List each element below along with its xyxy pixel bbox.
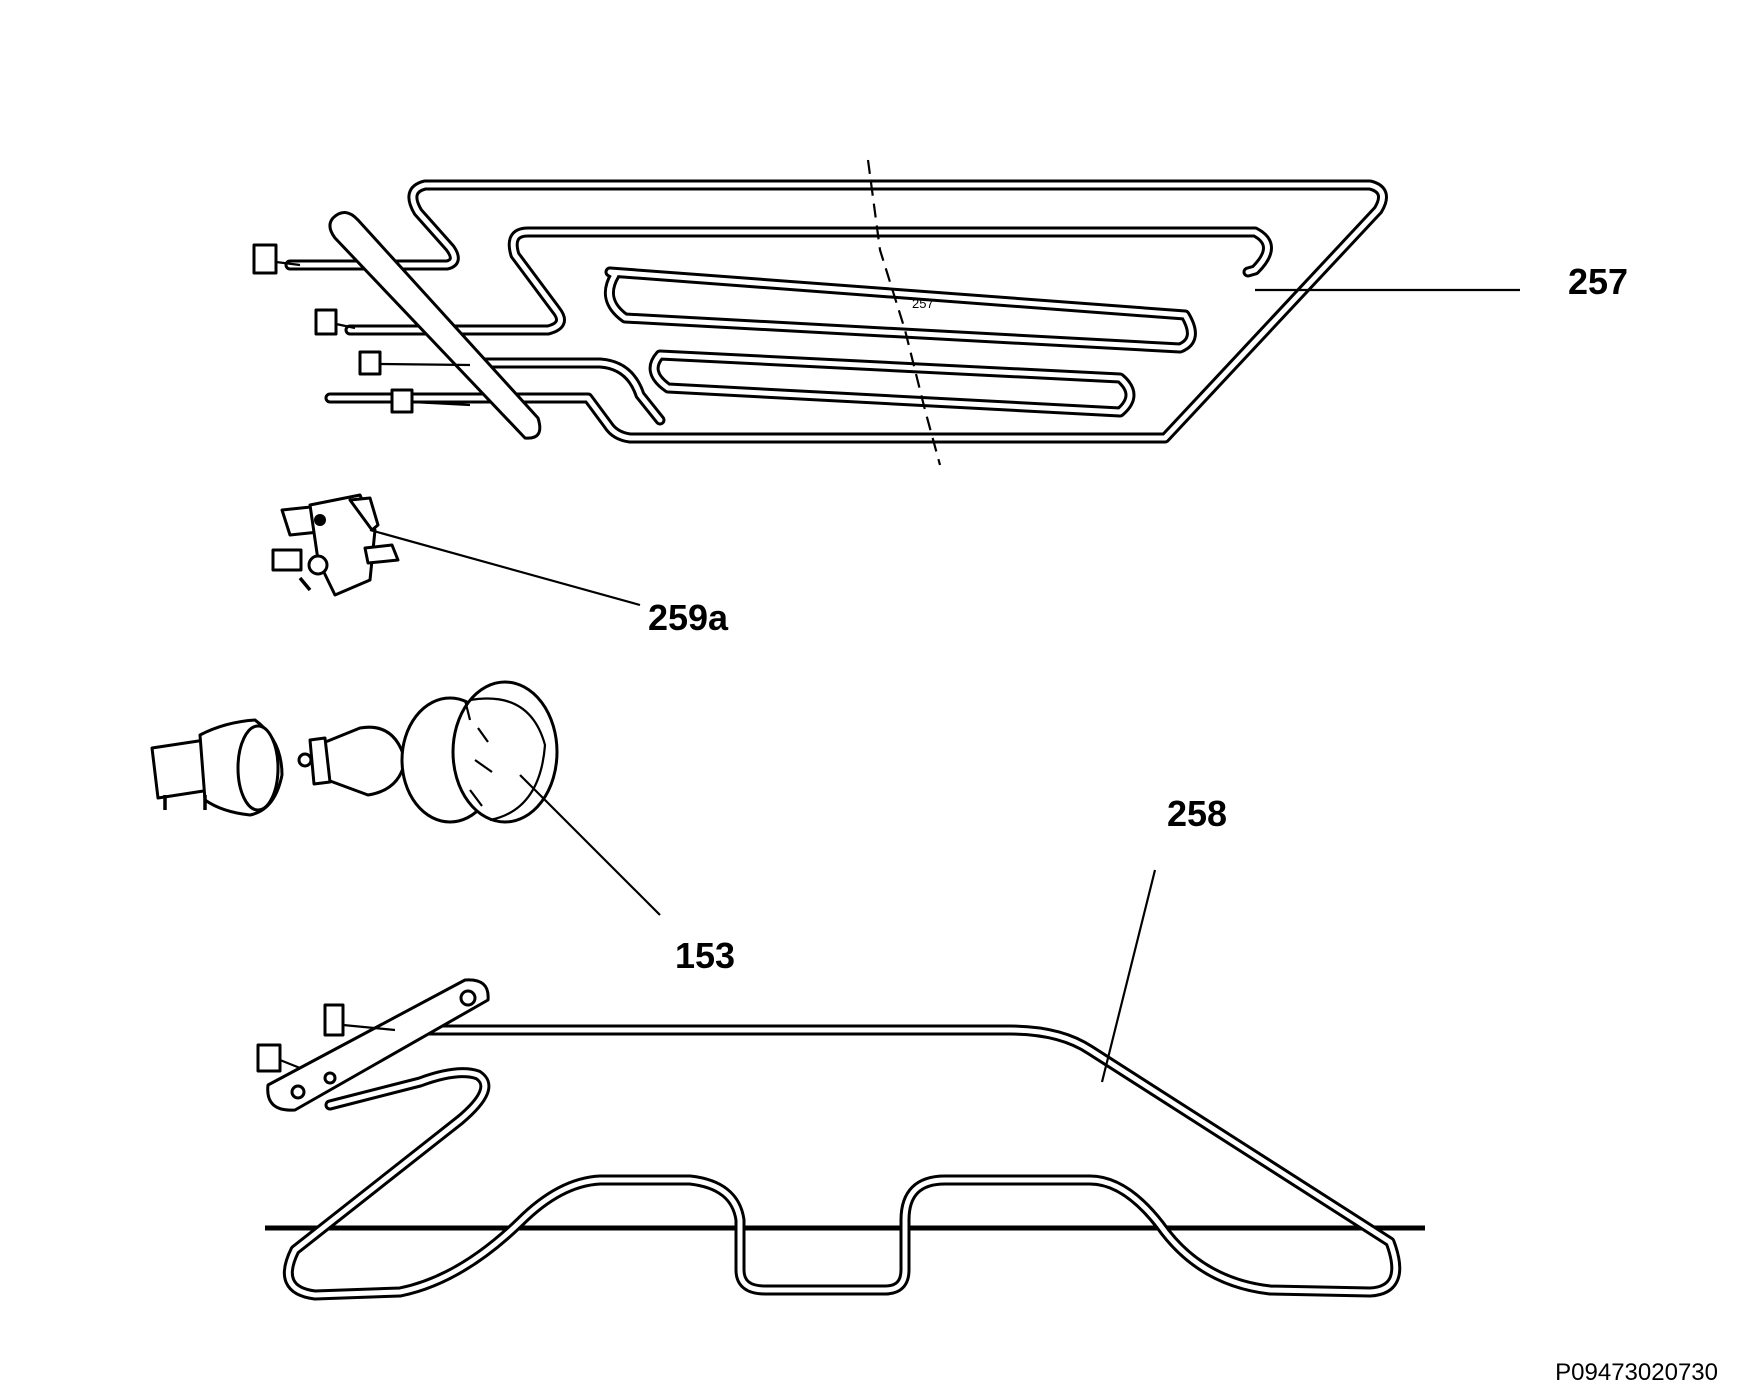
leader-line-153 bbox=[519, 774, 661, 916]
label-257: 257 bbox=[1568, 261, 1628, 302]
label-153: 153 bbox=[675, 935, 735, 976]
leader-line-258 bbox=[1100, 869, 1157, 1083]
leader-line-259a bbox=[369, 528, 641, 607]
drawing-code: P09473020730 bbox=[1555, 1359, 1718, 1386]
lower-heating-element[interactable] bbox=[256, 978, 1402, 1301]
thermal-fuse[interactable] bbox=[271, 493, 400, 597]
upper-heating-element[interactable]: 257 bbox=[252, 159, 1388, 466]
label-259a: 259a bbox=[648, 597, 729, 638]
oven-lamp-assembly[interactable] bbox=[150, 680, 559, 824]
element-stamp: 257 bbox=[912, 296, 934, 311]
label-258: 258 bbox=[1167, 793, 1227, 834]
